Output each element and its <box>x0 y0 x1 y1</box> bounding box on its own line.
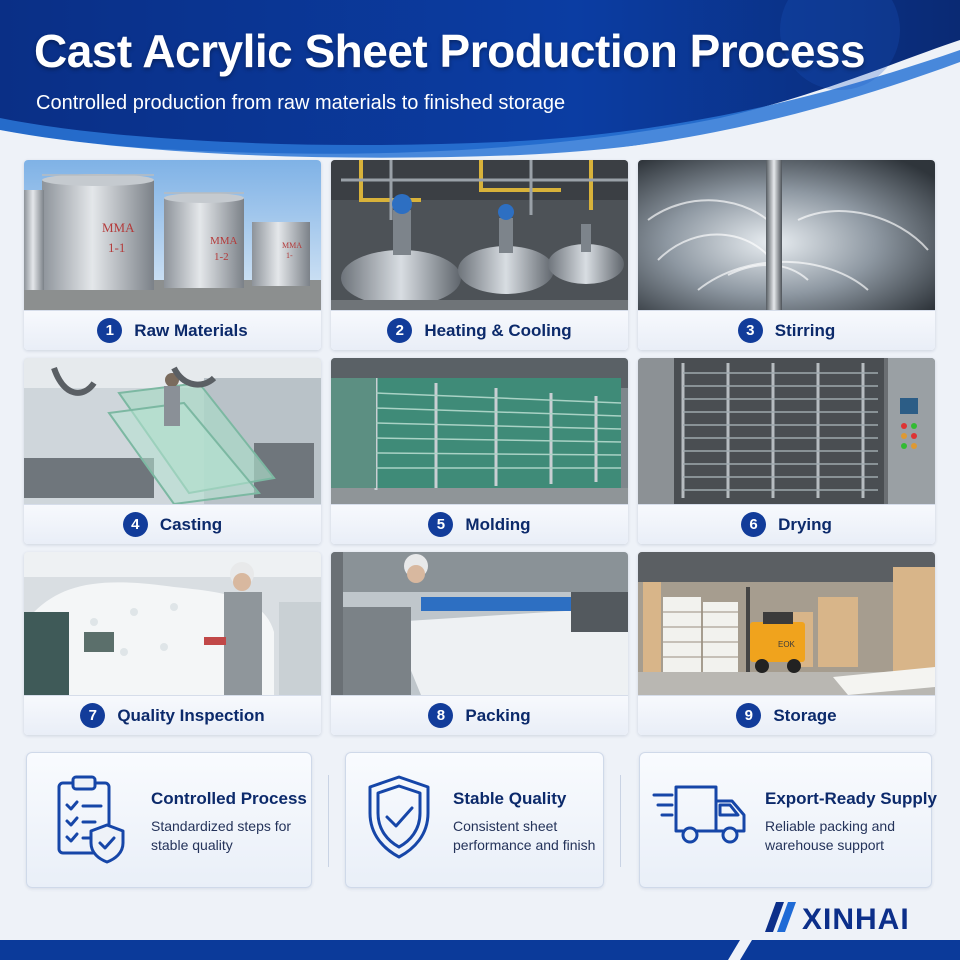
page-title: Cast Acrylic Sheet Production Process <box>34 25 866 77</box>
feature-title: Stable Quality <box>453 789 567 808</box>
step-label: Packing <box>465 705 531 725</box>
step-number-badge: 9 <box>736 703 762 728</box>
step-caption: 5 Molding <box>331 504 628 544</box>
slash-mark-icon <box>764 902 796 937</box>
forklift-text: EOK <box>778 640 796 649</box>
step-caption: 8 Packing <box>331 695 628 735</box>
tank-label-3b: 1- <box>286 251 293 260</box>
step-label: Casting <box>159 514 223 534</box>
feature-description: Reliable packing and warehouse support <box>765 818 895 853</box>
step-caption: 2 Heating & Cooling <box>331 310 628 350</box>
photo-casting-glass-molds <box>24 358 321 504</box>
step-card-molding: 5 Molding <box>331 358 628 544</box>
step-card-packing: 8 Packing <box>331 552 628 735</box>
photo-mold-racks <box>331 358 628 504</box>
feature-divider <box>328 775 329 867</box>
step-card-raw-materials: MMA 1-1 MMA 1-2 MMA 1- 1 Raw Materials <box>24 160 321 350</box>
tank-label-2a: MMA <box>210 235 238 247</box>
step-number-badge: 8 <box>428 703 454 728</box>
photo-drying-oven <box>638 358 935 504</box>
step-card-stirring: 3 Stirring <box>638 160 935 350</box>
step-label: Quality Inspection <box>117 705 265 725</box>
step-caption: 1 Raw Materials <box>24 310 321 350</box>
feature-divider <box>620 775 621 867</box>
delivery-truck-icon <box>652 781 750 856</box>
step-caption: 6 Drying <box>638 504 935 544</box>
step-number-badge: 4 <box>122 512 148 537</box>
feature-description: Standardized steps for stable quality <box>151 818 292 853</box>
clipboard-shield-icon <box>53 773 131 870</box>
step-label: Raw Materials <box>134 320 248 340</box>
feature-title: Controlled Process <box>151 789 307 808</box>
step-card-casting: 4 Casting <box>24 358 321 544</box>
step-number-badge: 1 <box>97 318 123 343</box>
step-number-badge: 7 <box>80 703 106 728</box>
feature-stable-quality: Stable Quality Consistent sheet performa… <box>345 752 604 888</box>
step-label: Heating & Cooling <box>424 320 572 340</box>
photo-reactor-vessels <box>331 160 628 310</box>
step-card-storage: EOK 9 Storage <box>638 552 935 735</box>
tank-label-3a: MMA <box>282 241 302 250</box>
step-number-badge: 3 <box>737 318 763 343</box>
brand-name: XINHAI <box>802 902 910 936</box>
feature-title: Export-Ready Supply <box>765 789 937 808</box>
step-caption: 9 Storage <box>638 695 935 735</box>
feature-controlled-process: Controlled Process Standardized steps fo… <box>26 752 312 888</box>
footer-bar <box>0 940 960 960</box>
step-label: Storage <box>773 705 837 725</box>
step-label: Molding <box>465 514 531 534</box>
step-number-badge: 5 <box>428 512 454 537</box>
process-grid: MMA 1-1 MMA 1-2 MMA 1- 1 Raw Materials <box>24 160 935 735</box>
tank-label-1b: 1-1 <box>108 240 125 255</box>
header-banner: Cast Acrylic Sheet Production Process Co… <box>0 0 960 165</box>
page-subtitle: Controlled production from raw materials… <box>36 92 566 114</box>
photo-storage-tanks: MMA 1-1 MMA 1-2 MMA 1- <box>24 160 321 310</box>
step-card-quality-inspection: 7 Quality Inspection <box>24 552 321 735</box>
tank-label-2b: 1-2 <box>214 251 229 263</box>
photo-stirring-liquid <box>638 160 935 310</box>
step-caption: 4 Casting <box>24 504 321 544</box>
step-card-heating-cooling: 2 Heating & Cooling <box>331 160 628 350</box>
photo-warehouse-forklift: EOK <box>638 552 935 695</box>
photo-worker-film-packing <box>331 552 628 695</box>
tank-label-1a: MMA <box>102 220 135 235</box>
feature-description: Consistent sheet performance and finish <box>453 818 596 853</box>
feature-export-ready-supply: Export-Ready Supply Reliable packing and… <box>639 752 937 888</box>
header-background <box>0 0 960 165</box>
shield-check-icon <box>364 773 434 870</box>
brand-logo: XINHAI <box>764 902 910 937</box>
step-number-badge: 2 <box>387 318 413 343</box>
step-number-badge: 6 <box>741 512 767 537</box>
step-label: Drying <box>778 514 832 534</box>
step-label: Stirring <box>774 320 836 340</box>
step-caption: 3 Stirring <box>638 310 935 350</box>
step-card-drying: 6 Drying <box>638 358 935 544</box>
photo-worker-inspecting <box>24 552 321 695</box>
step-caption: 7 Quality Inspection <box>24 695 321 735</box>
